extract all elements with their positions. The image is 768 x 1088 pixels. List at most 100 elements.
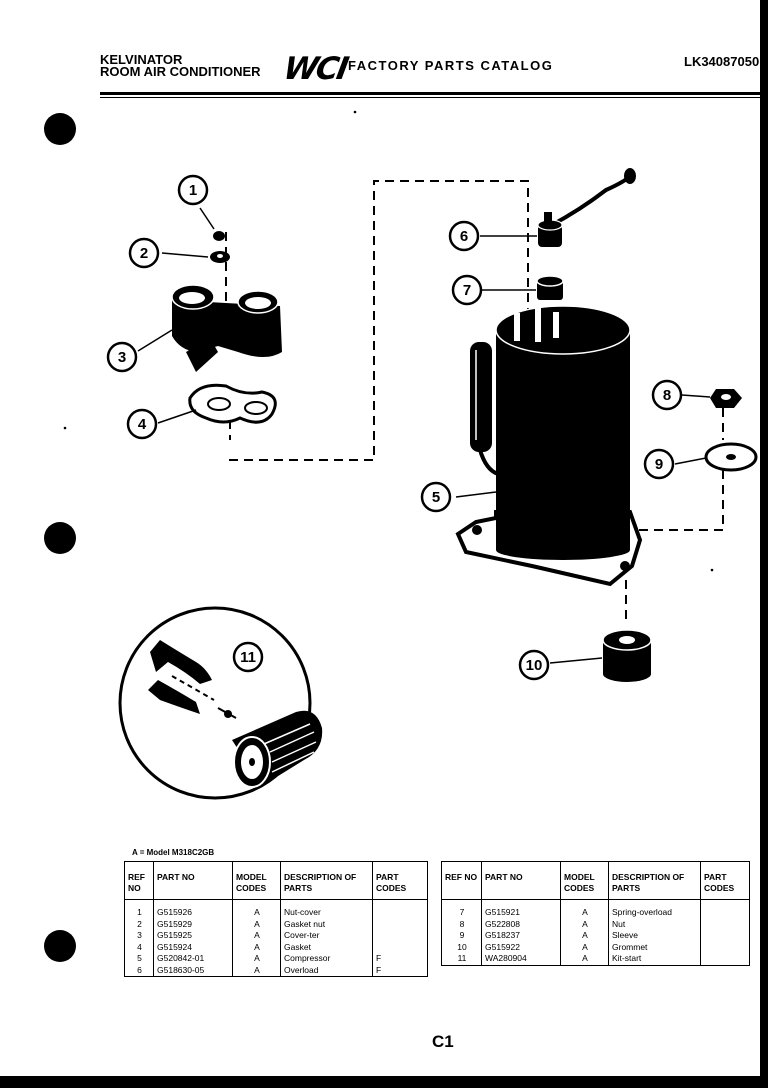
col-model-codes: MODEL CODES [232,861,281,900]
ref-no-cell: 8 [441,918,482,930]
part-11-kit-start [118,606,323,800]
catalog-page: KELVINATOR ROOM AIR CONDITIONER WCI FACT… [0,0,760,1076]
col-part-codes: PART CODES [372,861,428,900]
description-cell: Gasket nut [280,918,373,930]
part-no-cell: G515922 [481,941,561,953]
callout-7: 7 [451,274,483,306]
part-code-cell [700,930,750,942]
model-code-cell: A [560,930,609,942]
part-8-nut [681,389,742,408]
callout-11: 11 [232,641,264,673]
model-code-cell: A [232,964,281,977]
callout-number: 4 [138,416,147,433]
model-code-cell: A [232,899,281,919]
part-no-cell: G515925 [153,930,233,942]
part-code-cell [372,918,428,930]
callout-number: 10 [526,657,543,674]
ref-no-cell: 1 [124,899,154,919]
callout-8: 8 [651,379,683,411]
ref-no-cell: 10 [441,941,482,953]
col-model-codes: MODEL CODES [560,861,609,900]
model-code-cell: A [560,953,609,966]
catalog-title: FACTORY PARTS CATALOG [348,58,554,73]
description-cell: Gasket [280,941,373,953]
callout-number: 3 [118,349,126,366]
assembly-guide-lines [225,180,724,625]
model-code-cell: A [232,953,281,965]
part-code-cell [700,899,750,919]
callout-1: 1 [177,174,209,206]
callout-number: 11 [240,649,256,666]
callout-2: 2 [128,237,160,269]
parts-table-right: REF NO PART NO MODEL CODES DESCRIPTION O… [441,861,750,966]
part-no-cell: G515926 [153,899,233,919]
col-part-no: PART NO [153,861,233,900]
page-number: C1 [432,1032,454,1051]
col-description: DESCRIPTION OF PARTS [608,861,701,900]
part-10-grommet [549,629,652,682]
callout-10: 10 [518,649,550,681]
callout-number: 2 [140,245,148,262]
part-code-cell: F [372,953,428,965]
part-9-sleeve [674,442,758,472]
part-no-cell: G520842-01 [153,953,233,965]
part-5-compressor [455,305,643,587]
header-rule-thin [100,97,760,98]
description-cell: Cover-ter [280,930,373,942]
part-code-cell: F [372,964,428,977]
callout-4: 4 [126,408,158,440]
parts-table-left: REF NO PART NO MODEL CODES DESCRIPTION O… [124,861,428,977]
model-code-cell: A [560,899,609,919]
part-code-cell [372,899,428,919]
ref-no-cell: 7 [441,899,482,919]
ref-no-cell: 4 [124,941,154,953]
ref-no-cell: 9 [441,930,482,942]
description-cell: Compressor [280,953,373,965]
part-code-cell [700,953,750,966]
part-no-cell: WA280904 [481,953,561,966]
description-cell: Nut-cover [280,899,373,919]
model-code-note: A = Model M318C2GB [132,848,215,857]
part-no-cell: G522808 [481,918,561,930]
exploded-parts-diagram: 1 2 3 4 5 6 7 8 9 10 11 [63,110,758,800]
description-cell: Sleeve [608,930,701,942]
model-code-cell: A [232,918,281,930]
callout-number: 1 [189,182,197,199]
binder-hole-top [44,113,76,145]
part-4-gasket [157,383,277,424]
callout-number: 7 [463,282,471,299]
callout-6: 6 [448,220,480,252]
part-code-cell [700,918,750,930]
brand-line-2: ROOM AIR CONDITIONER [100,64,261,79]
ref-no-cell: 2 [124,918,154,930]
part-no-cell: G515929 [153,918,233,930]
brand-line-1: KELVINATOR [100,52,183,67]
ref-no-cell: 5 [124,953,154,965]
callout-number: 6 [460,228,468,245]
description-cell: Grommet [608,941,701,953]
part-code-cell [700,941,750,953]
callout-9: 9 [643,448,675,480]
model-code-cell: A [232,930,281,942]
col-ref-no: REF NO [441,861,482,900]
part-no-cell: G515924 [153,941,233,953]
binder-hole-bottom [44,930,76,962]
callout-5: 5 [420,481,452,513]
binder-hole-middle [44,522,76,554]
model-code-cell: A [560,941,609,953]
part-no-cell: G518630-05 [153,964,233,977]
part-7-spring-overload [482,275,564,300]
description-cell: Kit-start [608,953,701,966]
part-1-nut-cover [199,207,225,241]
